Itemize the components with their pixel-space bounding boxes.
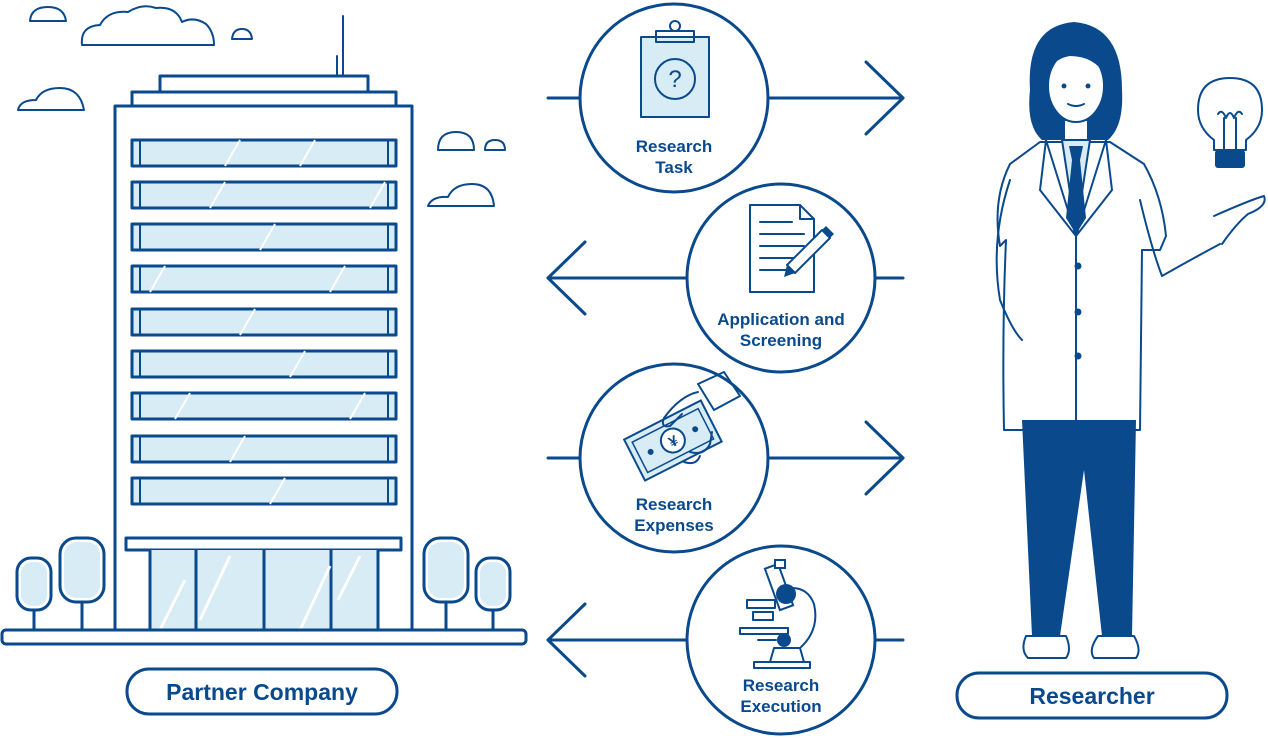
- step-execution-line2: Execution: [740, 697, 821, 716]
- step-research-task-line1: Research: [636, 137, 713, 156]
- step-application-line2: Screening: [740, 331, 822, 350]
- partner-company-text: Partner Company: [166, 679, 358, 705]
- step-execution-line1: Research: [743, 676, 820, 695]
- microscope-icon: [739, 559, 817, 669]
- document-pencil-icon: [749, 204, 834, 293]
- step-application-screening: Application and Screening: [685, 182, 877, 374]
- light-bulb-icon: [1197, 77, 1263, 168]
- step-research-task: ? Research Task: [578, 2, 770, 194]
- building-windows: [130, 138, 398, 506]
- svg-text:?: ?: [668, 66, 681, 93]
- step-research-execution: Research Execution: [685, 544, 877, 736]
- step-research-expenses: ¥ Research Expenses: [578, 362, 770, 554]
- clouds: [17, 5, 506, 207]
- step-research-task-line2: Task: [655, 158, 693, 177]
- step-expenses-line1: Research: [636, 495, 713, 514]
- flow-arrows: [546, 60, 905, 678]
- partner-company-label: Partner Company: [125, 667, 399, 716]
- step-application-line1: Application and: [717, 310, 845, 329]
- step-expenses-line2: Expenses: [634, 516, 713, 535]
- office-building-icon: [0, 15, 528, 646]
- researcher-label: Researcher: [955, 671, 1229, 720]
- trees: [15, 536, 512, 632]
- clipboard-question-icon: ?: [640, 20, 710, 118]
- researcher-figure-icon: [995, 22, 1266, 659]
- yen-banknote-hand-icon: ¥: [622, 371, 741, 482]
- researcher-text: Researcher: [1029, 683, 1154, 709]
